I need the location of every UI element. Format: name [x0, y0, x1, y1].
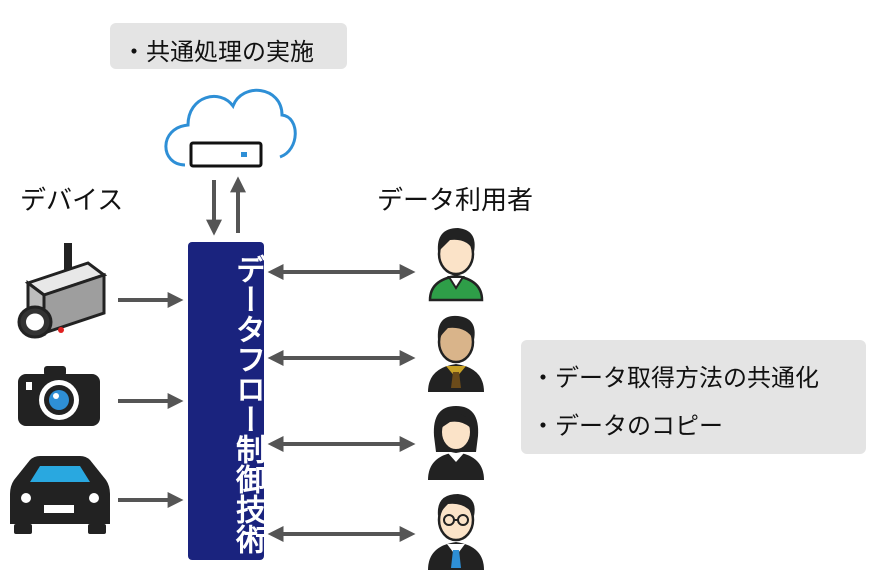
camera-icon [18, 366, 100, 426]
data-flow-control-bar: データフロー制御技術 [188, 242, 265, 560]
person-woman-icon [428, 406, 484, 480]
cloud-process-text: ・共通処理の実施 [122, 38, 314, 66]
cloud-server-icon [164, 88, 297, 168]
data-access-note: ・データ取得方法の共通化 ・データのコピー [521, 340, 866, 454]
person-glasses-icon [428, 494, 484, 570]
person-green-shirt-icon [428, 228, 484, 302]
devices-label: デバイス [20, 186, 124, 216]
cloud-process-note: ・共通処理の実施 [110, 23, 347, 69]
car-icon [10, 456, 110, 534]
note-line-data-copy: ・データのコピー [531, 412, 723, 440]
note-line-common-access: ・データ取得方法の共通化 [531, 364, 819, 392]
security-camera-icon [17, 243, 108, 339]
data-flow-control-label: データフロー制御技術 [230, 254, 265, 554]
data-users-label: データ利用者 [377, 186, 534, 216]
person-tie-icon [428, 315, 484, 392]
